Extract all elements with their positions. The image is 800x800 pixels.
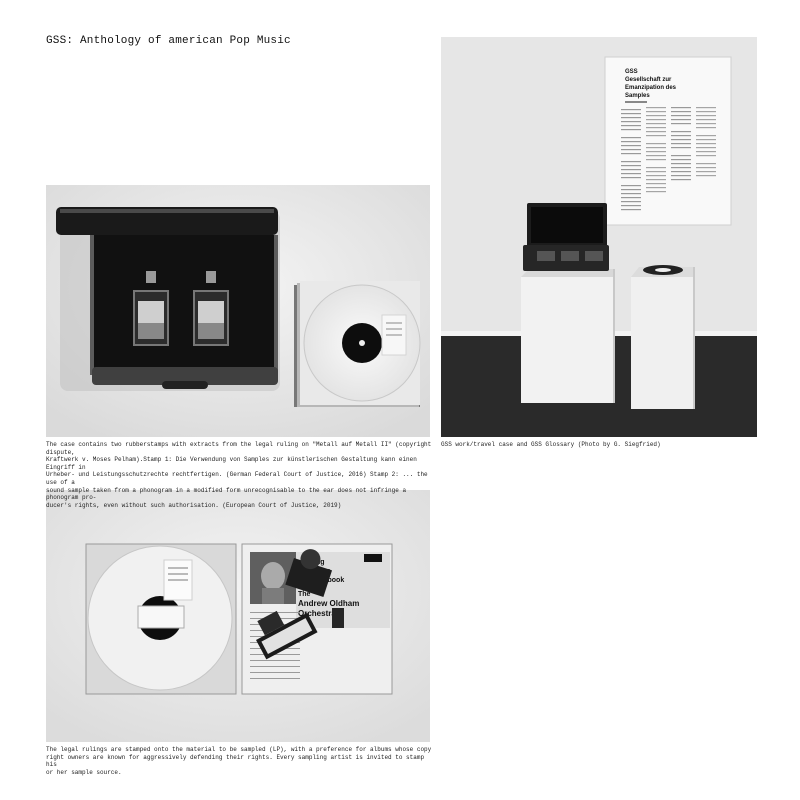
- caption-legal-rulings: The legal rulings are stamped onto the m…: [46, 746, 432, 776]
- photo-exhibition-view: GSS Gesellschaft zur Emanzipation des Sa…: [441, 37, 757, 437]
- page-title: GSS: Anthology of american Pop Music: [46, 35, 291, 47]
- album-band-line3: Orchestra: [298, 609, 336, 618]
- photo-case-with-stamps: [46, 185, 430, 437]
- photo-stamped-records: ing tones Songbook The Andrew Oldham Orc…: [46, 490, 430, 742]
- poster-logo-line3: Emanzipation des: [625, 85, 677, 91]
- caption-case-stamps: The case contains two rubberstamps with …: [46, 441, 432, 509]
- poster-logo-line2: Gesellschaft zur: [625, 77, 672, 83]
- caption-exhibition: GSS work/travel case and GSS Glossary (P…: [441, 441, 661, 448]
- poster-logo-line1: GSS: [625, 69, 638, 75]
- poster-logo-line4: Samples: [625, 93, 650, 99]
- album-band-line1: The: [298, 591, 311, 598]
- album-band-line2: Andrew Oldham: [298, 599, 359, 608]
